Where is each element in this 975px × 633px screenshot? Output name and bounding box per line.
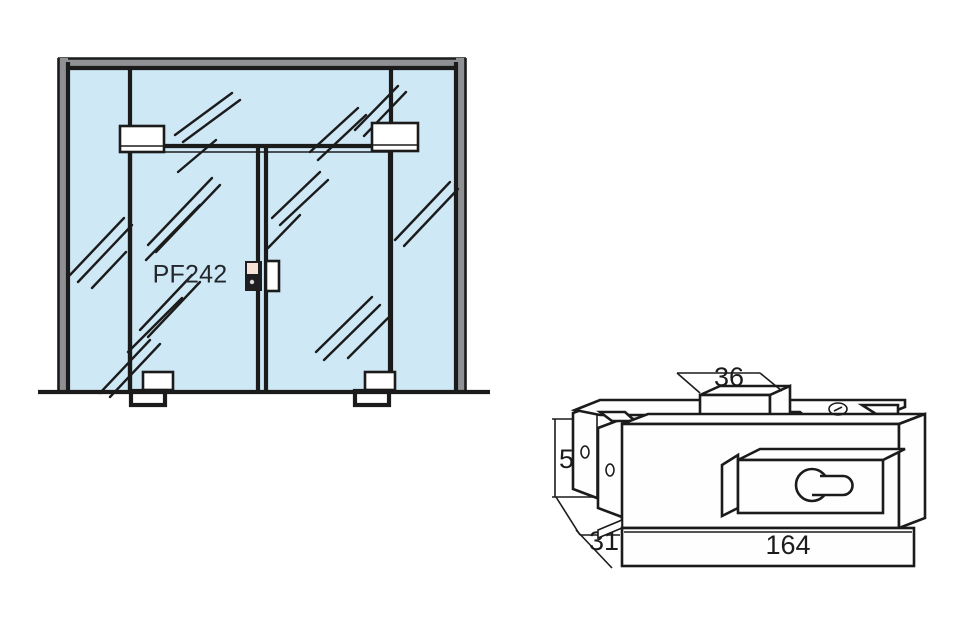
screw-hole-top-face [828,402,848,416]
dimension-width-164: 164 [624,530,912,560]
dimension-keeper-value: 36 [714,362,744,392]
dimension-keeper-36: 36 [676,362,783,394]
lock-body-top-face [621,412,926,426]
frame-jamb-left-fill [58,58,68,394]
patch-fitting-top-left [118,124,166,154]
patch-fitting-bottom-right [352,370,397,408]
center-lock-patch [245,259,281,293]
frame-jamb-right-fill [456,58,466,394]
lock-base-plate [597,518,916,568]
lock-body-right-face [897,412,927,530]
keyhole-cylinder-face [720,447,906,519]
dimension-width-value: 164 [765,530,810,560]
product-label-pf242: PF242 [153,261,228,289]
frame-head-fill [58,58,466,68]
glass-reflection-streaks-door-left [126,91,242,354]
glass-reflection-streaks-right-fixed [353,84,460,248]
glass-infill [62,62,462,390]
patch-fitting-top-right [370,121,420,153]
glass-reflection-streaks-left-fixed [68,216,162,399]
door-elevation-group: PF242 [38,57,490,408]
patch-fitting-bottom-left [128,370,175,408]
patch-lock-detail-group: 52 31 [552,362,927,569]
